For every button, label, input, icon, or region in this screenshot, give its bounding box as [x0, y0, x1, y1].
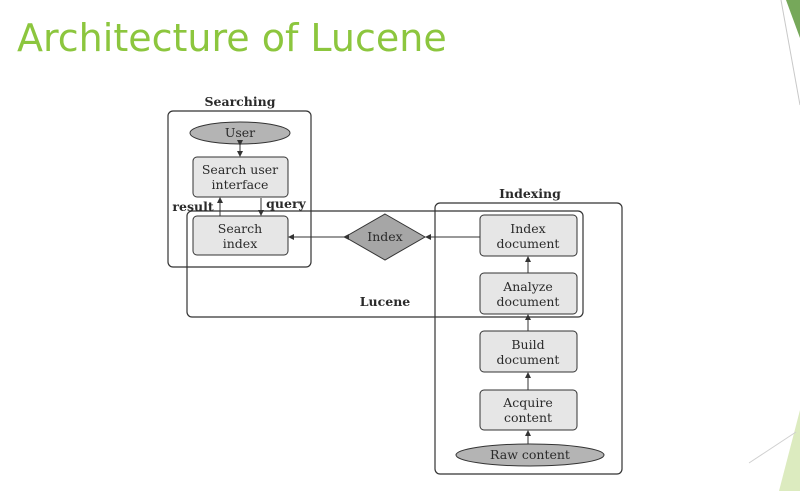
slide-title: Architecture of Lucene: [17, 16, 447, 60]
index-document-label-1: Index: [510, 221, 545, 236]
user-label: User: [225, 125, 255, 140]
corner-line-top: [780, 0, 800, 106]
searching-group: [167, 110, 312, 268]
raw-content-label: Raw content: [490, 447, 570, 462]
index-document-label-2: document: [497, 236, 560, 251]
lucene-label: Lucene: [360, 294, 411, 309]
analyze-document-label-1: Analyze: [502, 279, 553, 294]
indexing-label: Indexing: [499, 186, 561, 201]
search-index-label-2: index: [223, 236, 258, 251]
build-document-label-1: Build: [511, 337, 544, 352]
corner-line-bottom: [748, 431, 797, 464]
build-document-label-2: document: [497, 352, 560, 367]
analyze-document-label-2: document: [497, 294, 560, 309]
query-label: query: [266, 196, 306, 211]
corner-decoration-top: [786, 0, 800, 38]
searching-label: Searching: [205, 94, 276, 109]
search-ui-label-1: Search user: [202, 162, 278, 177]
index-node: [343, 213, 427, 261]
indexing-group: [434, 202, 623, 475]
raw-content-node: [455, 443, 605, 467]
search-ui-label-2: interface: [212, 177, 269, 192]
result-label: result: [172, 199, 213, 214]
lucene-group: [186, 210, 584, 318]
corner-decoration-bottom: [779, 410, 800, 491]
acquire-content-label-1: Acquire: [502, 395, 552, 410]
search-ui-node: [192, 156, 289, 198]
search-index-label-1: Search: [218, 221, 262, 236]
index-label: Index: [367, 229, 402, 244]
acquire-content-label-2: content: [504, 410, 552, 425]
